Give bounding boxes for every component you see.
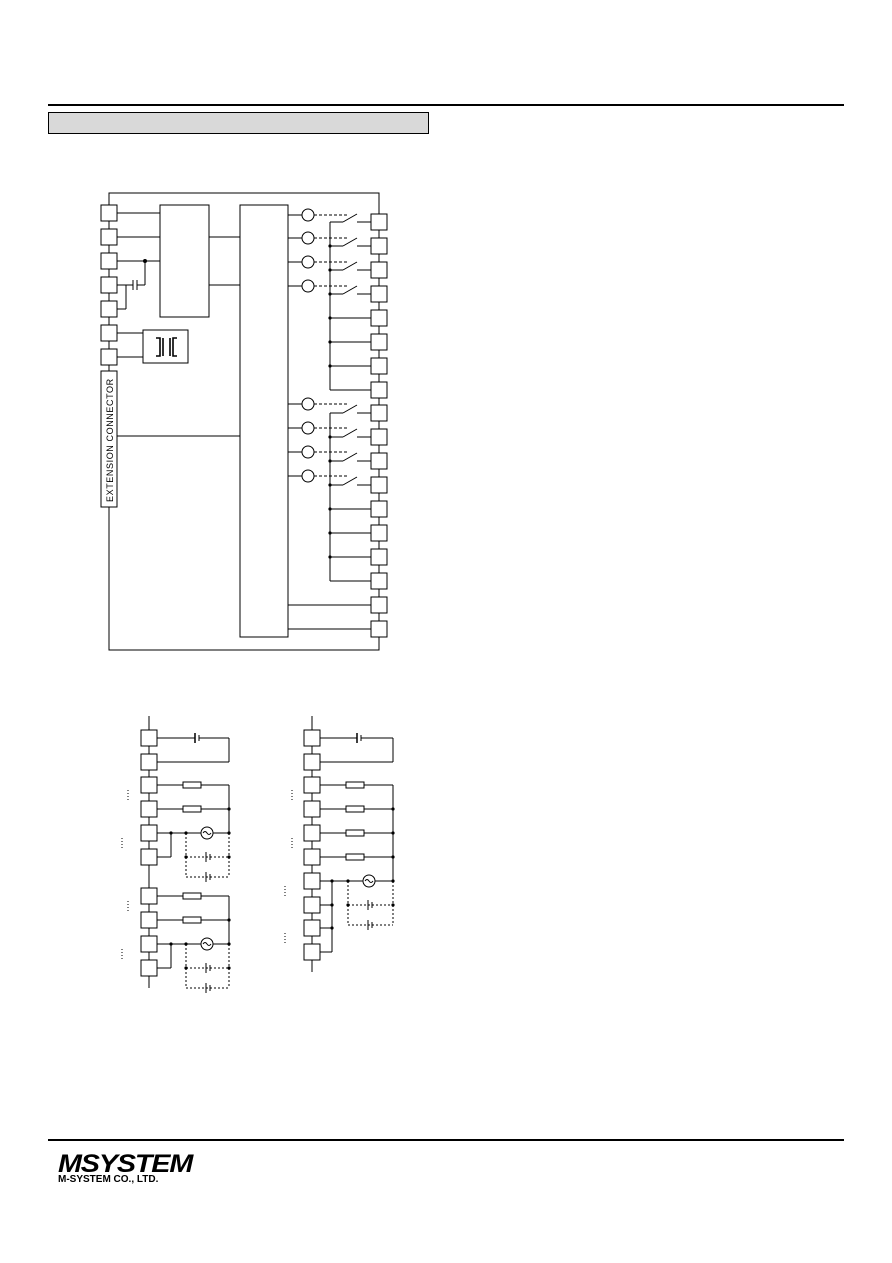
extension-connector-label: EXTENSION CONNECTOR (105, 378, 115, 502)
relay-group-1 (288, 208, 371, 391)
right-terminals (370, 213, 388, 638)
wiring-example-left (121, 716, 231, 993)
relay-group-2 (288, 397, 371, 582)
left-terminals (100, 204, 118, 366)
isolation-block (142, 329, 189, 364)
top-rule (48, 104, 844, 106)
msystem-logo: MSYSTEM (58, 1150, 193, 1178)
logic-block (239, 204, 289, 638)
bottom-rule (48, 1139, 844, 1141)
company-name: M-SYSTEM CO., LTD. (58, 1174, 159, 1185)
section-header-bar (48, 112, 429, 134)
wiring-example-right (284, 716, 395, 972)
power-block (159, 204, 210, 318)
extension-connector (100, 370, 118, 508)
